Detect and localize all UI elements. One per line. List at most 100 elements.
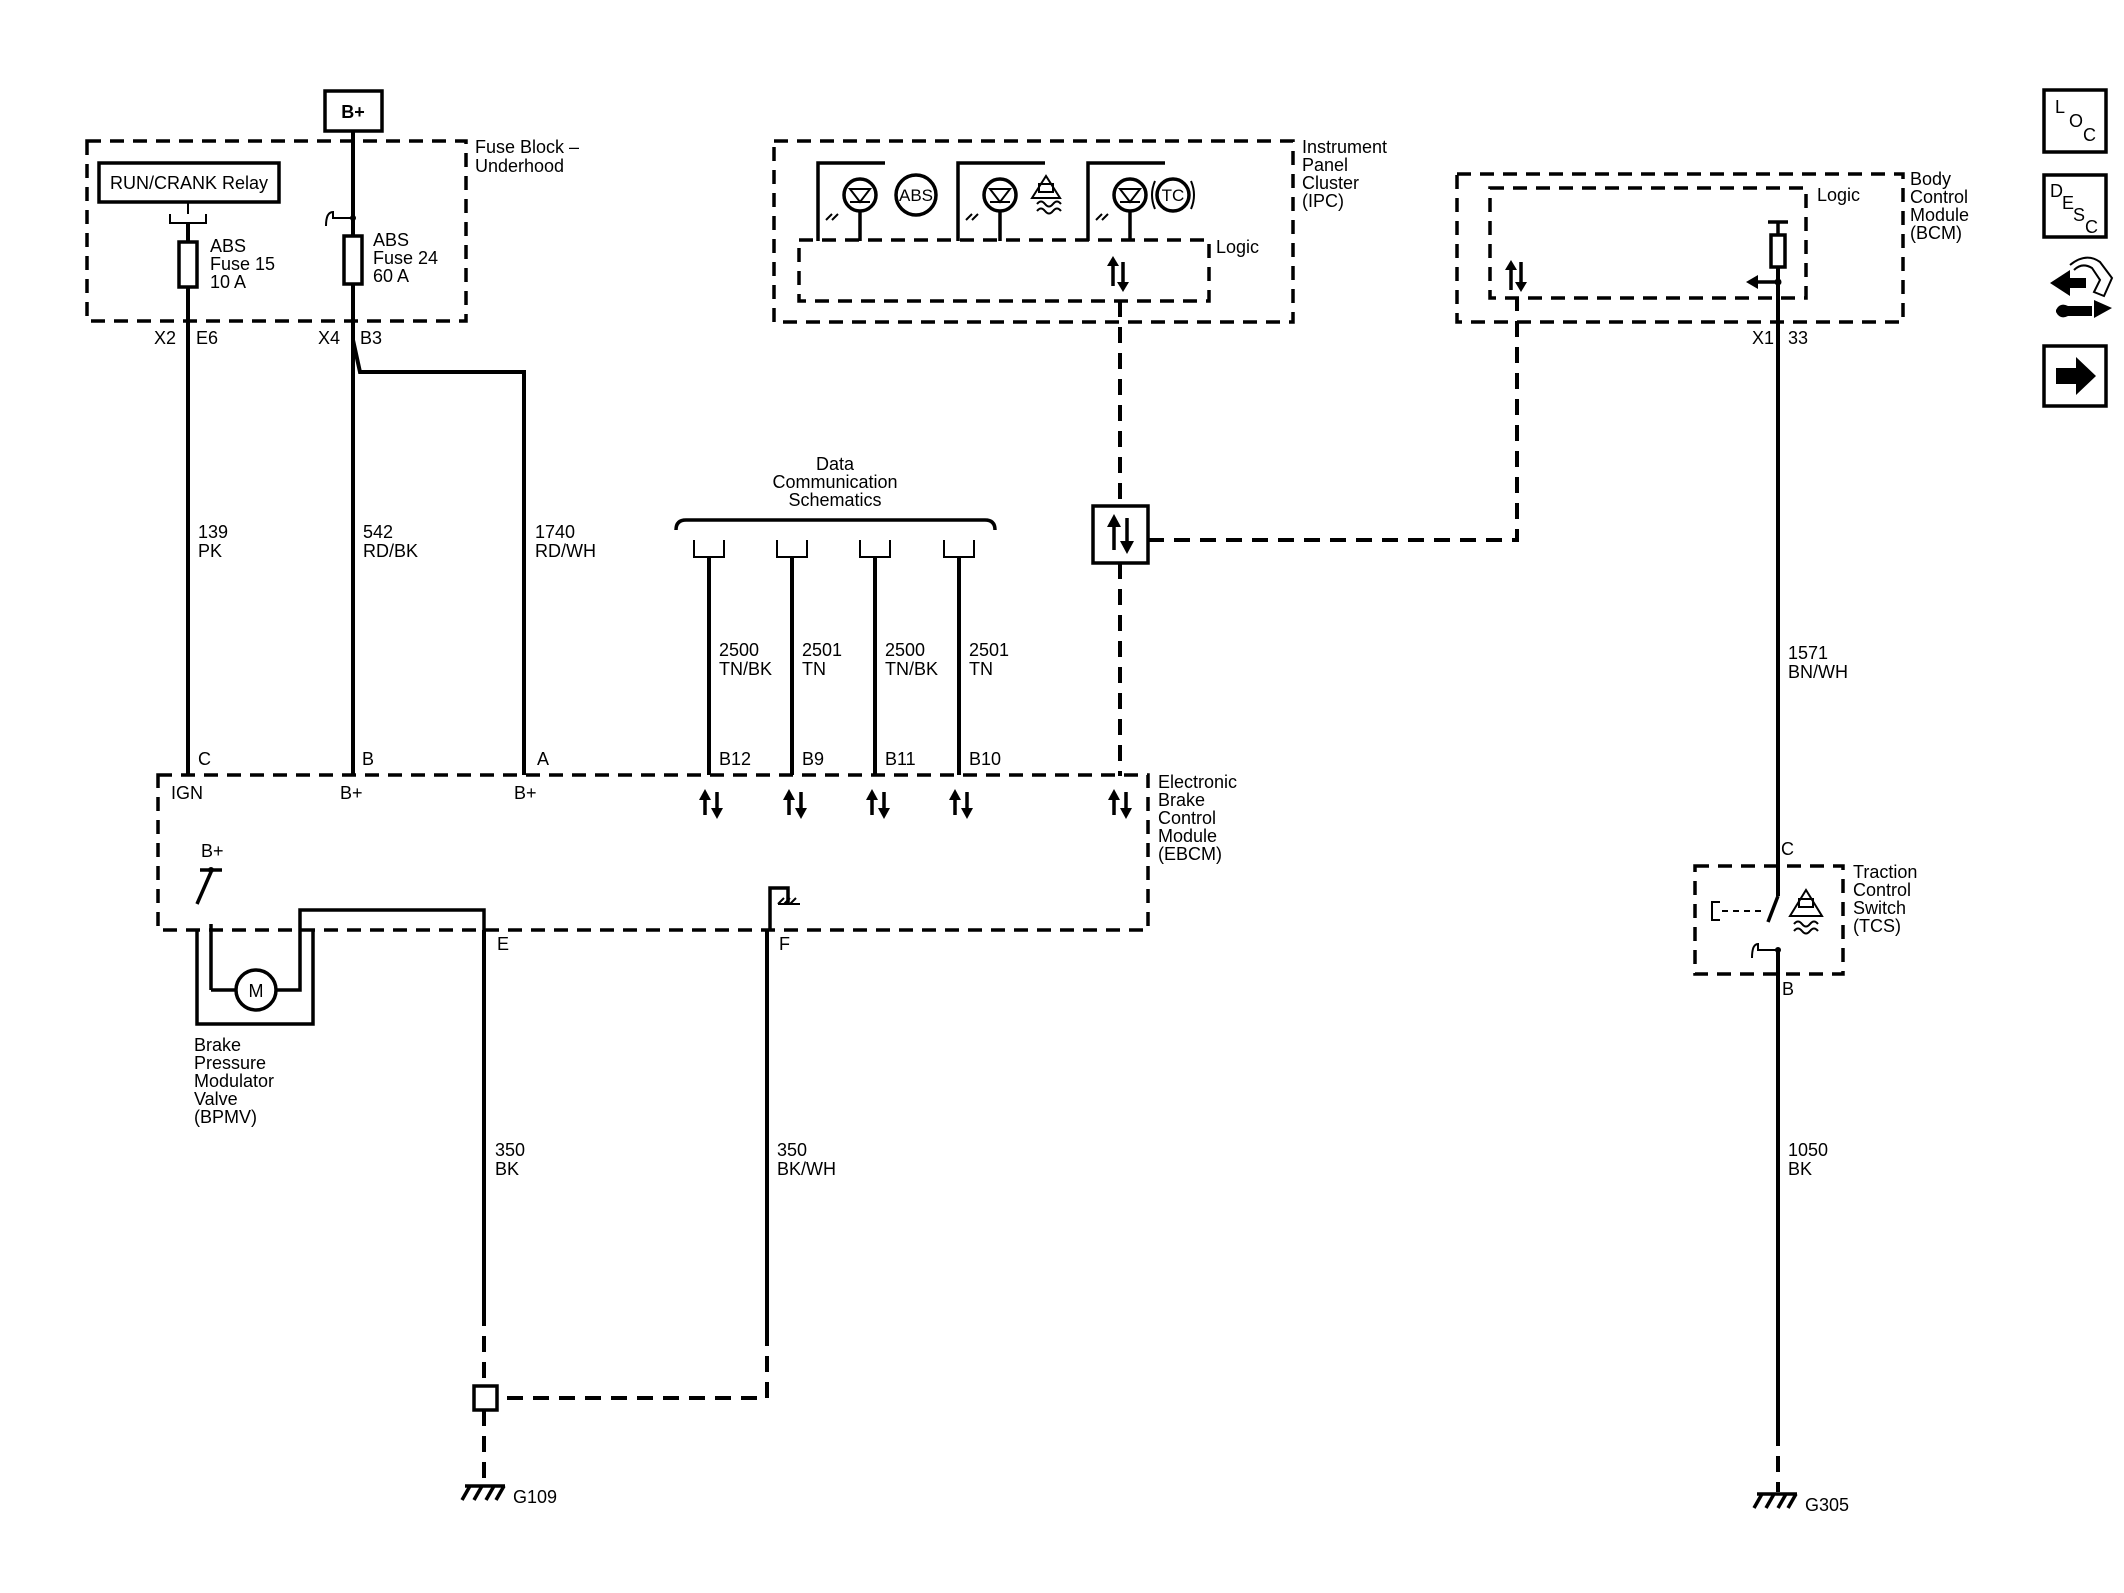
diagram-label: F (779, 934, 790, 954)
diagram-label: Valve (194, 1089, 238, 1109)
brake-pressure-modulator-valve: Brake Pressure Modulator Valve (BPMV) (194, 1035, 274, 1127)
diagram-label: (BCM) (1910, 223, 1962, 243)
diagram-label: B (362, 749, 374, 769)
tc-indicator: TC (1086, 161, 1195, 241)
splice-to-bcm-line (1148, 298, 1519, 542)
diagram-label: Logic (1817, 185, 1860, 205)
diagram-label: (BPMV) (194, 1107, 257, 1127)
diagram-label: C (2083, 125, 2096, 145)
electronic-brake-control-module: Electronic Brake Control Module (EBCM) C… (156, 749, 1237, 1026)
diagram-label: Logic (1216, 237, 1259, 257)
diagram-label: BK/WH (777, 1159, 836, 1179)
fuse-block-underhood: Fuse Block – Underhood RUN/CRANK Relay A… (85, 131, 579, 348)
diagram-label: C (1781, 839, 1794, 859)
diagram-label: TN (969, 659, 993, 679)
ground-wires-ebcm: 350 BK 350 BK/WH (472, 930, 836, 1484)
ground-g305: G305 (1752, 1492, 1849, 1515)
bplus-source: B+ (323, 89, 384, 133)
diagram-label: Instrument (1302, 137, 1387, 157)
diagram-label: Brake (1158, 790, 1205, 810)
abs-fuse-15: ABS Fuse 15 10 A (169, 202, 275, 321)
diagram-label: RUN/CRANK Relay (110, 173, 268, 193)
diagram-label: Control (1910, 187, 1968, 207)
diagram-label: X4 (318, 328, 340, 348)
description-button[interactable]: D E S C (2042, 173, 2108, 239)
diagram-label: Module (1158, 826, 1217, 846)
diagram-label: Communication (772, 472, 897, 492)
diagram-label: Brake (194, 1035, 241, 1055)
diagram-label: B+ (340, 783, 363, 803)
abs-fuse-24: ABS Fuse 24 60 A (325, 131, 438, 321)
diagram-label: (EBCM) (1158, 844, 1222, 864)
data-conn-b11 (859, 540, 891, 775)
diagram-label: B+ (341, 102, 365, 122)
power-wires: 139 PK 542 RD/BK 1740 RD/WH (186, 321, 596, 775)
diagnostic-tool-icon[interactable] (2050, 256, 2114, 318)
diagram-label: B12 (719, 749, 751, 769)
run-crank-relay: RUN/CRANK Relay (97, 161, 281, 204)
diagram-label: TN/BK (885, 659, 938, 679)
diagram-label: 350 (495, 1140, 525, 1160)
next-arrow-button[interactable] (2042, 344, 2108, 408)
diagram-label: O (2069, 111, 2083, 131)
diagram-label: 33 (1788, 328, 1808, 348)
diagram-label: Fuse 15 (210, 254, 275, 274)
diagram-label: X2 (154, 328, 176, 348)
ebcm-data-arrows (699, 789, 1132, 819)
diagram-label: M (249, 981, 264, 1001)
diagram-label: 2501 (969, 640, 1009, 660)
abs-icon: ABS (899, 186, 933, 205)
diagram-label: 60 A (373, 266, 409, 286)
diagram-label: Traction (1853, 862, 1917, 882)
diagram-label: 139 (198, 522, 228, 542)
diagram-label: Fuse Block – (475, 137, 579, 157)
diagram-label: Cluster (1302, 173, 1359, 193)
diagram-label: Body (1910, 169, 1951, 189)
diagram-label: (IPC) (1302, 191, 1344, 211)
diagram-label: Schematics (788, 490, 881, 510)
diagram-label: PK (198, 541, 222, 561)
diagram-label: S (2073, 205, 2085, 225)
tc-icon: TC (1162, 186, 1185, 205)
diagram-label: 1740 (535, 522, 575, 542)
data-communication-group: Data Communication Schematics 2500 TN/BK… (674, 454, 1009, 775)
diagram-label: Pressure (194, 1053, 266, 1073)
abs-indicator: ABS (816, 161, 938, 241)
diagram-label: IGN (171, 783, 203, 803)
body-control-module: Logic Body Control Module (BCM) X1 33 (1455, 169, 1969, 348)
diagram-label: 2501 (802, 640, 842, 660)
arrow-right-icon (2056, 357, 2096, 395)
diagram-label: (TCS) (1853, 916, 1901, 936)
diagram-label: Modulator (194, 1071, 274, 1091)
diagram-label: BK (495, 1159, 519, 1179)
diagram-label: L (2055, 97, 2065, 117)
diagram-label: E (2062, 193, 2074, 213)
diagram-label: 1050 (1788, 1140, 1828, 1160)
location-button[interactable]: L O C (2042, 88, 2108, 154)
data-splice (1091, 504, 1150, 565)
diagram-label: 1571 (1788, 643, 1828, 663)
data-conn-b10 (943, 540, 975, 775)
diagram-label: RD/WH (535, 541, 596, 561)
diagram-label: 542 (363, 522, 393, 542)
ground-g109: G109 (460, 1484, 557, 1507)
diagram-label: B+ (201, 841, 224, 861)
bpmv-motor: M (195, 908, 486, 1026)
diagram-label: 350 (777, 1140, 807, 1160)
ipc-data-arrows (1107, 256, 1129, 292)
diagram-label: RD/BK (363, 541, 418, 561)
skid-icon (1030, 174, 1062, 215)
diagram-label: 10 A (210, 272, 246, 292)
diagram-label: B3 (360, 328, 382, 348)
diagram-label: Control (1853, 880, 1911, 900)
diagram-label: Fuse 24 (373, 248, 438, 268)
diagram-label: ABS (210, 236, 246, 256)
diagram-label: A (537, 749, 549, 769)
diagram-label: ABS (373, 230, 409, 250)
diagram-label: BN/WH (1788, 662, 1848, 682)
diagram-label: B11 (885, 749, 916, 769)
diagram-label: Module (1910, 205, 1969, 225)
diagram-label: X1 (1752, 328, 1774, 348)
skid-icon (1788, 888, 1824, 935)
